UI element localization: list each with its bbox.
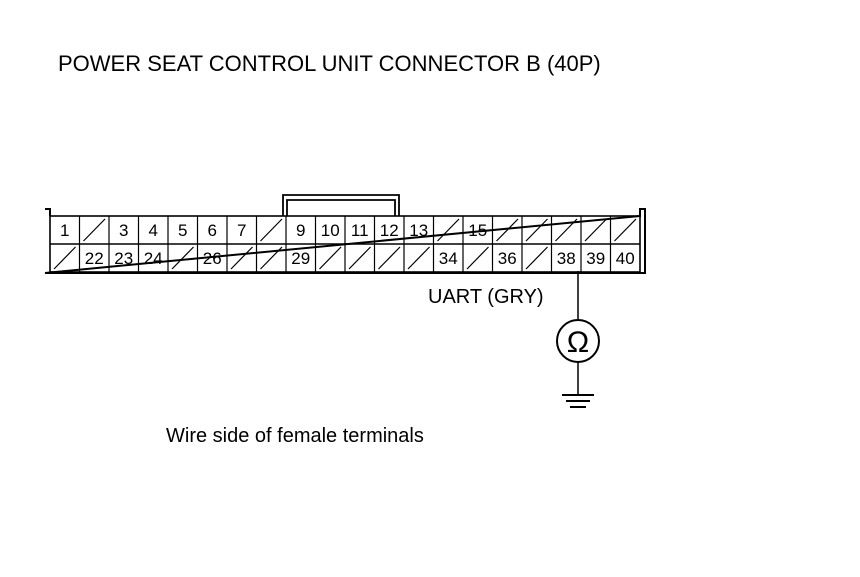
- empty-cavity-slash: [555, 218, 578, 242]
- pin-label: 13: [409, 221, 428, 240]
- caption: Wire side of female terminals: [166, 425, 424, 447]
- pin-label: 39: [586, 249, 605, 268]
- ground-icon: [562, 394, 594, 408]
- empty-cavity-slash: [260, 218, 283, 242]
- empty-cavity-slash: [614, 218, 637, 242]
- empty-cavity-slash: [319, 246, 342, 270]
- empty-cavity-slash: [437, 218, 460, 242]
- pin-label: 24: [144, 249, 163, 268]
- pin-label: 11: [351, 221, 369, 240]
- ohm-symbol: Ω: [567, 326, 589, 359]
- empty-cavity-slash: [230, 246, 253, 270]
- ohmmeter-icon: Ω: [556, 319, 600, 363]
- pin-label: 23: [114, 249, 133, 268]
- connector-housing: [44, 208, 646, 274]
- pin-label: 12: [380, 221, 399, 240]
- wire-label: UART (GRY): [428, 286, 544, 308]
- pin-label: 15: [468, 221, 487, 240]
- pin-label: 1: [60, 221, 69, 240]
- pin-label: 4: [149, 221, 158, 240]
- pin-label: 36: [498, 249, 517, 268]
- empty-cavity-slash: [53, 246, 76, 270]
- lock-tab: [282, 194, 400, 216]
- pin-label: 34: [439, 249, 458, 268]
- pin-label: 9: [296, 221, 305, 240]
- pin-label: 6: [208, 221, 217, 240]
- pin-label: 26: [203, 249, 222, 268]
- pin-label: 38: [557, 249, 576, 268]
- empty-cavity-slash: [83, 218, 106, 242]
- pin-label: 40: [616, 249, 635, 268]
- empty-cavity-slash: [348, 246, 371, 270]
- empty-cavity-slash: [466, 246, 489, 270]
- diagram-title: POWER SEAT CONTROL UNIT CONNECTOR B (40P…: [58, 51, 601, 76]
- pin-label: 22: [85, 249, 104, 268]
- pin-label: 29: [291, 249, 310, 268]
- empty-cavity-slash: [525, 218, 548, 242]
- empty-cavity-slash: [584, 218, 607, 242]
- empty-cavity-slash: [171, 246, 194, 270]
- empty-cavity-slash: [378, 246, 401, 270]
- empty-cavity-slash: [407, 246, 430, 270]
- empty-cavity-slash: [525, 246, 548, 270]
- empty-cavity-slash: [260, 246, 283, 270]
- pin-label: 10: [321, 221, 340, 240]
- pin-label: 5: [178, 221, 187, 240]
- pin-label: 7: [237, 221, 246, 240]
- empty-cavity-slash: [496, 218, 519, 242]
- pin-label: 3: [119, 221, 128, 240]
